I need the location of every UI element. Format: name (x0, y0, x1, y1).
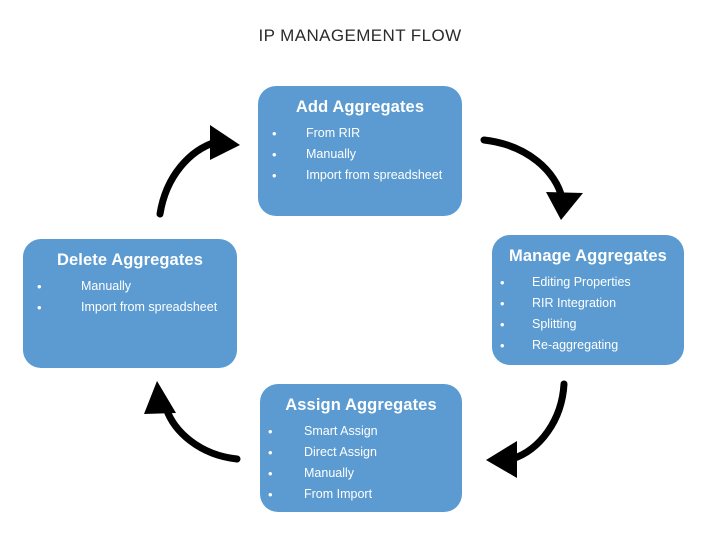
connector-add-to-manage-icon (480, 136, 583, 220)
node-delete-aggregates-title: Delete Aggregates (57, 251, 203, 269)
list-item-label: RIR Integration (532, 296, 617, 310)
bullet-icon: • (268, 466, 273, 481)
node-assign-aggregates[interactable]: Assign Aggregates • Smart Assign • Direc… (260, 384, 462, 512)
list-item-label: From RIR (306, 126, 361, 140)
node-delete-aggregates-bullets: • Manually • Import from spreadsheet (23, 276, 237, 318)
list-item: • Manually (260, 463, 462, 484)
list-item-label: Direct Assign (304, 445, 377, 459)
node-delete-aggregates[interactable]: Delete Aggregates • Manually • Import fr… (23, 239, 237, 368)
list-item-label: Manually (81, 279, 132, 293)
bullet-icon: • (500, 275, 505, 290)
list-item-label: From Import (304, 487, 373, 501)
node-assign-aggregates-title: Assign Aggregates (285, 396, 437, 414)
list-item: • Re-aggregating (492, 335, 684, 356)
bullet-icon: • (268, 424, 273, 439)
list-item-label: Splitting (532, 317, 577, 331)
bullet-icon: • (268, 487, 273, 502)
node-manage-aggregates[interactable]: Manage Aggregates • Editing Properties •… (492, 235, 684, 365)
list-item: • From Import (260, 484, 462, 505)
list-item: • From RIR (258, 123, 462, 144)
node-assign-aggregates-bullets: • Smart Assign • Direct Assign • Manuall… (260, 421, 462, 505)
list-item: • Manually (258, 144, 462, 165)
node-add-aggregates-bullets: • From RIR • Manually • Import from spre… (258, 123, 462, 186)
bullet-icon: • (500, 338, 505, 353)
connector-assign-to-delete-icon (144, 381, 241, 463)
bullet-icon: • (37, 300, 42, 315)
list-item-label: Smart Assign (304, 424, 378, 438)
bullet-icon: • (272, 147, 277, 162)
list-item: • Manually (23, 276, 237, 297)
list-item: • RIR Integration (492, 293, 684, 314)
bullet-icon: • (500, 317, 505, 332)
list-item: • Import from spreadsheet (23, 297, 237, 318)
node-add-aggregates[interactable]: Add Aggregates • From RIR • Manually • I… (258, 86, 462, 216)
bullet-icon: • (268, 445, 273, 460)
bullet-icon: • (272, 168, 277, 183)
node-add-aggregates-title: Add Aggregates (295, 98, 425, 116)
list-item-label: Import from spreadsheet (81, 300, 218, 314)
list-item-label: Manually (306, 147, 357, 161)
connector-manage-to-assign-icon (486, 380, 568, 478)
list-item-label: Re-aggregating (532, 338, 619, 352)
node-manage-aggregates-title: Manage Aggregates (509, 247, 667, 265)
connector-delete-to-add-icon (156, 125, 240, 218)
list-item: • Editing Properties (492, 272, 684, 293)
page-title: IP MANAGEMENT FLOW (258, 26, 462, 45)
list-item-label: Manually (304, 466, 355, 480)
list-item: • Splitting (492, 314, 684, 335)
list-item: • Smart Assign (260, 421, 462, 442)
list-item: • Direct Assign (260, 442, 462, 463)
bullet-icon: • (37, 279, 42, 294)
list-item-label: Import from spreadsheet (306, 168, 443, 182)
list-item: • Import from spreadsheet (258, 165, 462, 186)
list-item-label: Editing Properties (532, 275, 631, 289)
node-manage-aggregates-bullets: • Editing Properties • RIR Integration •… (492, 272, 684, 356)
bullet-icon: • (272, 126, 277, 141)
bullet-icon: • (500, 296, 505, 311)
